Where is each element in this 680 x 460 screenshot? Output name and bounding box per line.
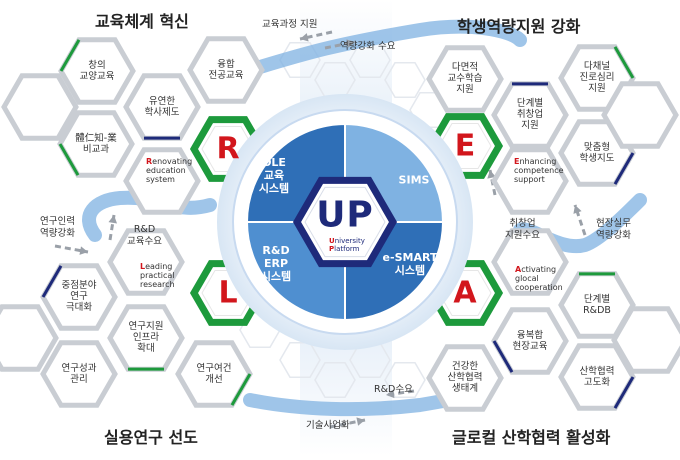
arrow-rnd-demand-head <box>386 389 395 399</box>
hex-r-3-inner <box>63 115 129 173</box>
hex-label-career-counsel: 다채널 진로심리 지원 <box>579 61 615 95</box>
flow-competence-demand: 역량강화 수요 <box>340 41 396 52</box>
subtitle-e: Enhancing competence support <box>514 157 564 185</box>
arrow-competence-demand-head <box>346 39 355 48</box>
hex-label-student-guidance: 맞춤형 학생지도 <box>579 141 615 164</box>
arrow-rnd-education-demand-head <box>108 215 118 224</box>
title-education-innovation: 교육체계 혁신 <box>95 12 189 31</box>
arrow-curriculum-support-head <box>300 33 309 42</box>
arrow-researcher-competence <box>54 244 89 254</box>
hex-a-0-inner <box>564 276 630 334</box>
letter-a: A <box>453 275 477 311</box>
arrow-researcher-competence-head <box>79 246 88 255</box>
hex-l-0-inner <box>46 268 112 326</box>
accent-a2 <box>492 340 514 373</box>
hex-e-0-inner <box>432 50 498 108</box>
accent-r3 <box>58 143 80 176</box>
accent-a3 <box>613 376 635 409</box>
faint-hex <box>314 361 356 399</box>
subtitle-r: Renovating education system <box>146 157 193 185</box>
hex-label-ecosystem: 건강한 산학협력 생태계 <box>447 361 483 395</box>
accent-e1 <box>613 46 635 79</box>
hex-l-1-inner <box>113 309 179 367</box>
up-logo: UP <box>316 194 374 236</box>
flow-band-top <box>243 19 527 77</box>
hex-label-focus-research: 중점분야 연구 극대화 <box>61 280 97 314</box>
letter-r: R <box>216 131 240 167</box>
arrow-field-competence <box>573 204 587 236</box>
hex-r-6-inner <box>7 78 73 136</box>
hex-label-teaching-support: 다면적 교수학습 지원 <box>447 62 483 96</box>
hex-e-6-inner <box>607 86 673 144</box>
hex-label-research-infra: 연구지원 인프라 확대 <box>128 321 164 355</box>
flow-field-competence: 현장실무 역량강화 <box>596 218 631 241</box>
flow-rnd-demand: R&D수요 <box>374 384 413 395</box>
faint-hex <box>384 61 426 99</box>
hex-label-convergence-major: 융합 전공교육 <box>208 58 244 81</box>
accent-l3 <box>230 373 252 406</box>
hex-e-4-inner <box>497 152 563 210</box>
hex-r-2-inner <box>129 78 195 136</box>
hex-label-flexible-academic: 유연한 학사제도 <box>144 95 180 118</box>
hex-r-1-inner <box>193 41 259 99</box>
flow-researcher-competence: 연구인력 역량강화 <box>40 216 75 239</box>
hex-a-3-inner <box>564 348 630 406</box>
letter-e: E <box>454 128 476 164</box>
hex-l-2-inner <box>46 345 112 403</box>
arrow-curriculum-support <box>299 30 333 41</box>
arrow-tech-commercialization <box>329 418 366 429</box>
segment-esmart: e-SMART 시스템 <box>382 250 438 277</box>
hex-label-research-environment: 연구여건 개선 <box>196 362 232 385</box>
hex-label-advancement: 산학협력 고도화 <box>579 365 615 388</box>
accent-e3 <box>613 152 635 185</box>
hex-label-research-outcome: 연구성과 관리 <box>61 362 97 385</box>
hex-a-1-inner <box>497 312 563 370</box>
hex-a-6-inner <box>617 311 680 369</box>
hex-label-liberal-arts: 창의 교양교육 <box>79 59 115 82</box>
segment-ole-system: OLE 교육 시스템 <box>258 156 290 196</box>
letter-l: L <box>218 275 238 311</box>
accent-l1 <box>41 265 63 298</box>
hex-label-field-education: 융복합 현장교육 <box>512 329 548 352</box>
hex-l-4-inner <box>113 233 179 291</box>
title-practical-research: 실용연구 선도 <box>104 428 198 447</box>
hex-l-3-inner <box>181 345 247 403</box>
title-glocal-cooperation: 글로컬 산학협력 활성화 <box>452 428 611 447</box>
subtitle-l: Leading practical research <box>140 262 175 290</box>
hex-e-2-inner <box>497 86 563 144</box>
segment-sims: SIMS <box>398 173 430 187</box>
arrow-tech-commercialization-head <box>356 417 365 426</box>
flow-curriculum-support: 교육과정 지원 <box>262 19 318 30</box>
arrow-employment-demand-head <box>487 170 496 179</box>
hex-label-rdb: 단계별 R&DB <box>583 293 611 316</box>
hex-a-2-inner <box>432 349 498 407</box>
hex-l-6-inner <box>0 309 53 367</box>
hex-a-4-inner <box>497 233 563 291</box>
hex-r-4-inner <box>129 152 195 210</box>
accent-r1 <box>59 39 81 72</box>
flow-tech-commercialization: 기술사업화 <box>306 420 350 431</box>
arrow-field-competence-head <box>573 205 582 214</box>
hex-label-employment-support: 단계별 취창업 지원 <box>516 98 544 132</box>
flow-employment-demand: 취창업 지원수요 <box>505 218 540 241</box>
up-hex-inner <box>304 186 386 258</box>
hex-label-extracurricular: 體仁知-業 비교과 <box>75 132 117 155</box>
faint-hex <box>384 361 426 399</box>
subtitle-a: Activating glocal cooperation <box>515 265 563 293</box>
hex-r-0-inner <box>64 42 130 100</box>
flow-rnd-education-demand: R&D 교육수요 <box>127 224 162 247</box>
segment-rnd-erp: R&D ERP 시스템 <box>260 244 292 284</box>
title-student-support: 학생역량지원 강화 <box>457 17 581 36</box>
